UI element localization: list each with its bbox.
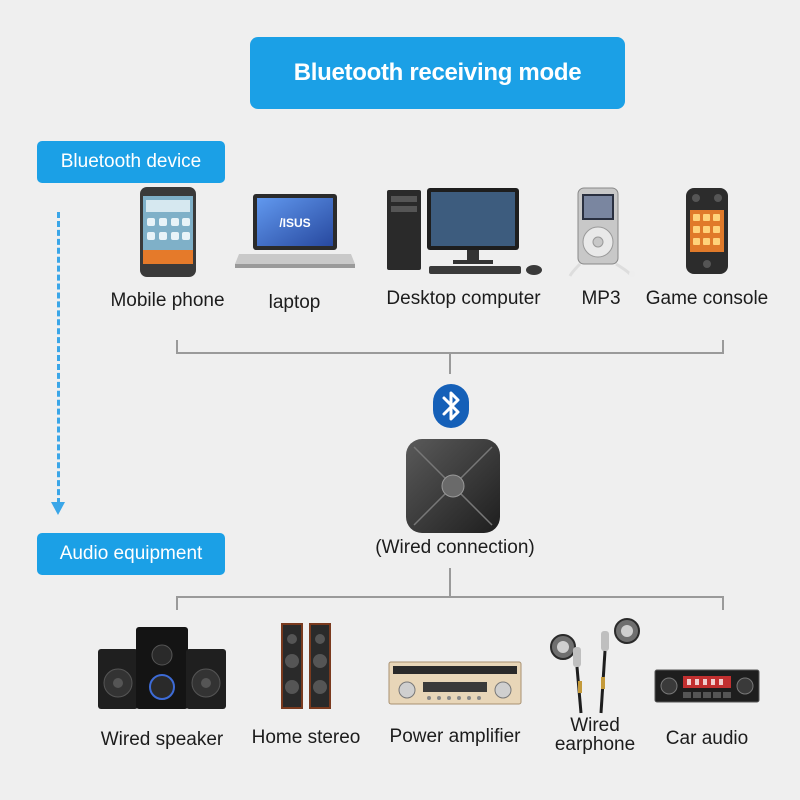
device-label: Desktop computer [386,289,540,308]
device-home-stereo: Home stereo [246,621,366,747]
device-desktop-computer: Desktop computer [376,186,551,308]
game-console-icon [682,186,732,283]
power-amplifier-icon [387,660,523,711]
device-power-amplifier: Power amplifier [378,660,532,746]
device-label: laptop [269,293,321,312]
bluetooth-icon [432,383,470,434]
device-wired-earphone: Wired earphone [540,617,650,754]
wired-earphone-icon [545,617,645,720]
home-stereo-icon [261,621,351,716]
device-label: MP3 [581,289,620,308]
source-connector-line [449,352,451,374]
page-title: Bluetooth receiving mode [250,37,625,109]
device-label: Mobile phone [110,291,224,310]
desktop-computer-icon [379,186,549,283]
device-game-console: Game console [642,186,772,308]
device-label: Power amplifier [390,727,521,746]
wired-speaker-icon [96,625,228,716]
connection-label: (Wired connection) [340,537,570,559]
device-label: Game console [646,289,769,308]
device-label: Wired speaker [101,730,224,749]
output-bracket [176,596,724,610]
flow-arrow-head [51,502,65,515]
output-connector-line [449,568,451,598]
flow-arrow-line [57,212,60,504]
device-label: Home stereo [252,728,361,747]
car-audio-icon [653,668,761,709]
device-car-audio: Car audio [652,668,762,748]
svg-text:/ISUS: /ISUS [279,216,310,230]
device-label-line2: earphone [555,735,635,754]
device-laptop: /ISUS laptop [232,192,357,312]
mobile-phone-icon [138,186,198,283]
device-wired-speaker: Wired speaker [92,625,232,749]
bluetooth-device-tag: Bluetooth device [37,141,225,183]
laptop-icon: /ISUS [233,192,357,277]
mp3-player-icon [566,186,636,283]
audio-equipment-tag: Audio equipment [37,533,225,575]
device-mp3: MP3 [566,186,636,308]
device-mobile-phone: Mobile phone [105,186,230,310]
bluetooth-receiver-icon [404,437,502,540]
device-label: Car audio [666,729,748,748]
